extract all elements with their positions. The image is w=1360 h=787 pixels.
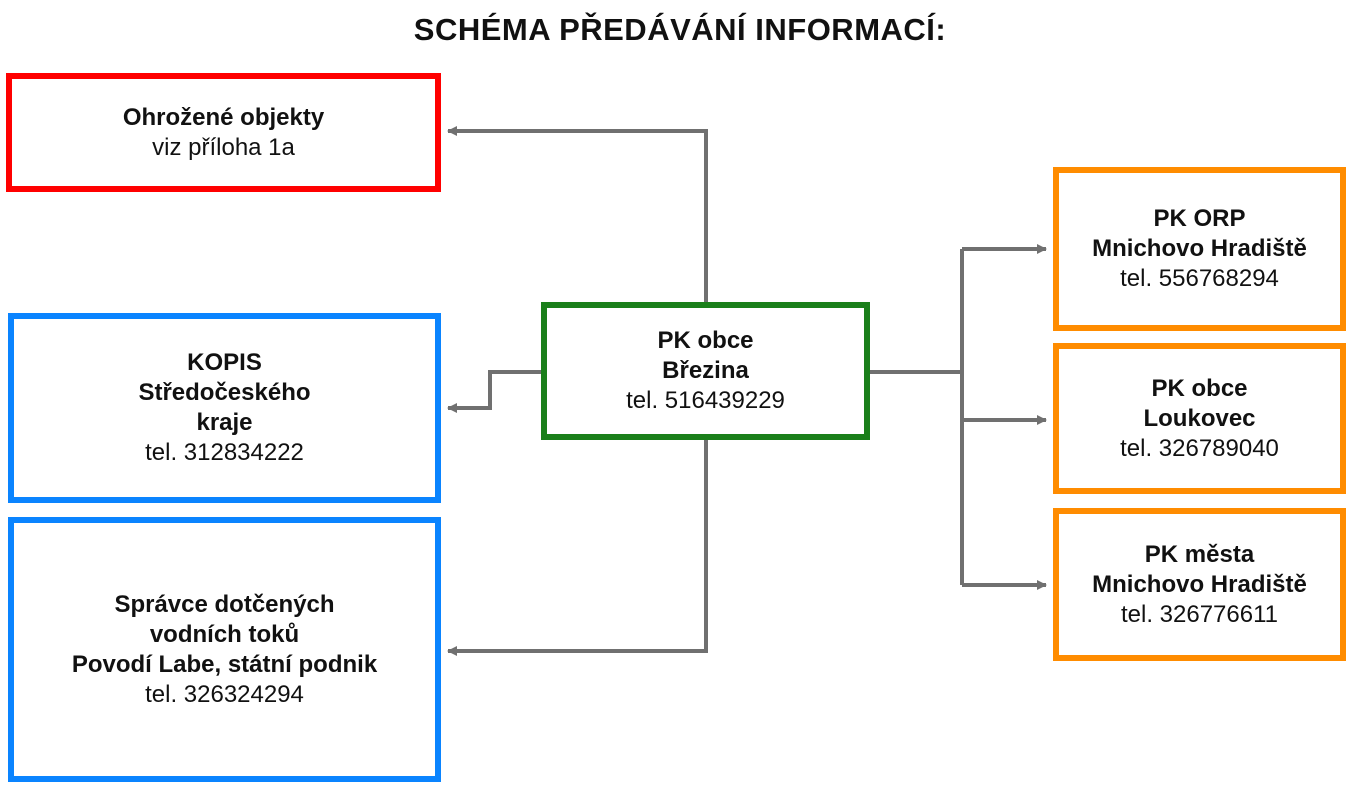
town-box: PK města Mnichovo Hradiště tel. 32677661… bbox=[1053, 508, 1346, 661]
river-administrator-phone: tel. 326324294 bbox=[145, 680, 304, 708]
loukovec-phone: tel. 326789040 bbox=[1120, 434, 1279, 462]
kopis-phone: tel. 312834222 bbox=[145, 439, 304, 466]
kopis-box: KOPIS Středočeského kraje tel. 312834222 bbox=[8, 313, 441, 503]
river-administrator-box: Správce dotčených vodních toků Povodí La… bbox=[8, 517, 441, 782]
connector-center-to-kopis bbox=[447, 370, 541, 413]
loukovec-name: Loukovec bbox=[1143, 404, 1256, 432]
kopis-region-line2: kraje bbox=[196, 409, 253, 436]
river-administrator-line1: Správce dotčených bbox=[114, 590, 335, 618]
center-municipality-name: Březina bbox=[662, 357, 749, 384]
town-name: Mnichovo Hradiště bbox=[1092, 570, 1307, 598]
river-administrator-name: Povodí Labe, státní podnik bbox=[71, 650, 378, 678]
loukovec-box: PK obce Loukovec tel. 326789040 bbox=[1053, 343, 1346, 494]
orp-phone: tel. 556768294 bbox=[1120, 265, 1279, 292]
kopis-region-line1: Středočeského bbox=[138, 379, 311, 406]
center-label: PK obce bbox=[657, 327, 754, 354]
threatened-objects-box: Ohrožené objekty viz příloha 1a bbox=[6, 73, 441, 192]
river-administrator-line2: vodních toků bbox=[149, 620, 300, 648]
connector-center-to-threatened bbox=[447, 126, 708, 302]
threatened-objects-label: Ohrožené objekty bbox=[122, 103, 325, 131]
diagram-title: SCHÉMA PŘEDÁVÁNÍ INFORMACÍ: bbox=[413, 12, 947, 47]
loukovec-label: PK obce bbox=[1151, 374, 1248, 402]
town-phone: tel. 326776611 bbox=[1120, 600, 1279, 628]
town-label: PK města bbox=[1144, 540, 1255, 568]
orp-label: PK ORP bbox=[1153, 205, 1246, 232]
center-municipality-box: PK obce Březina tel. 516439229 bbox=[541, 302, 870, 440]
threatened-objects-note: viz příloha 1a bbox=[152, 133, 295, 161]
kopis-name: KOPIS bbox=[187, 349, 262, 376]
connector-center-to-river bbox=[447, 440, 708, 656]
center-phone: tel. 516439229 bbox=[626, 387, 785, 414]
orp-name: Mnichovo Hradiště bbox=[1092, 235, 1307, 262]
orp-box: PK ORP Mnichovo Hradiště tel. 556768294 bbox=[1053, 167, 1346, 331]
